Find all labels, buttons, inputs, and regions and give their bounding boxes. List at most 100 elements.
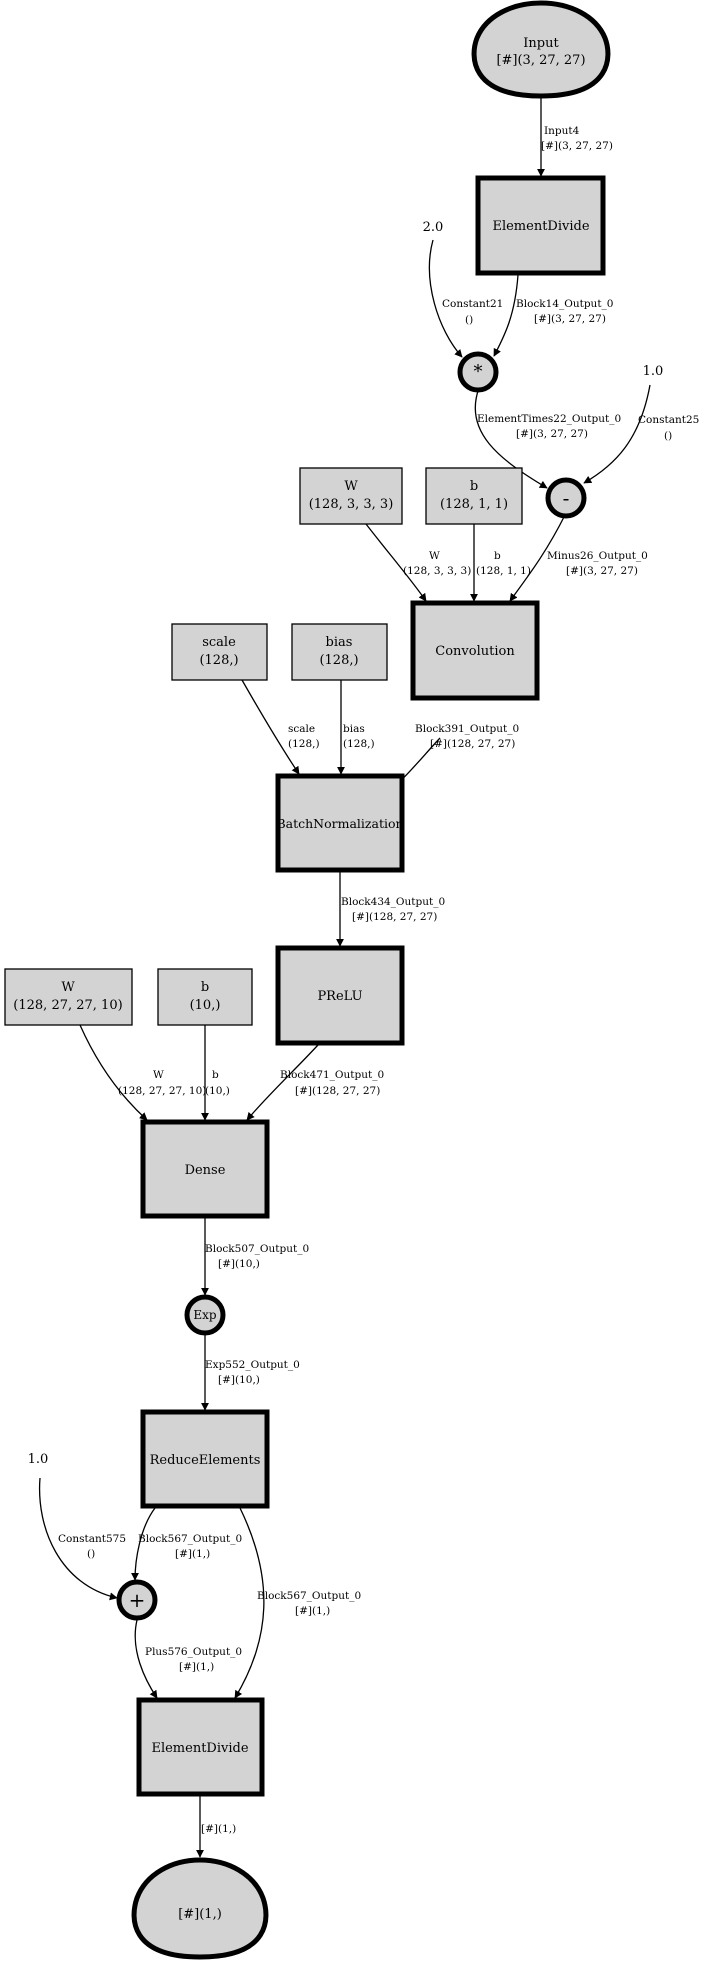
edges bbox=[38, 96, 651, 1858]
edge-convW-to-convolution bbox=[365, 523, 427, 602]
edge-labels: Input4 [#](3, 27, 27) Block14_Output_0 [… bbox=[58, 125, 699, 1835]
prelu-node-label: PReLU bbox=[317, 989, 362, 1004]
edge-label-text: Constant21 bbox=[442, 298, 503, 310]
plus-operator-symbol: + bbox=[129, 1588, 146, 1612]
edge-times-to-minus bbox=[474, 387, 548, 489]
elementdivide-node-2[interactable]: ElementDivide bbox=[136, 1697, 265, 1797]
edge-label-final: [#](1,) bbox=[201, 1823, 236, 1835]
dense-node[interactable]: Dense bbox=[140, 1119, 270, 1219]
nodes: Input [#](3, 27, 27) ElementDivide 2.0 *… bbox=[4, 0, 664, 1960]
edge-label-conv-w: W (128, 3, 3, 3) bbox=[403, 550, 471, 577]
edge-label-text: [#](10,) bbox=[218, 1374, 260, 1386]
edge-denseW-to-dense bbox=[79, 1024, 148, 1121]
dense-weight-node[interactable]: W (128, 27, 27, 10) bbox=[4, 968, 133, 1026]
bn-bias-shape: (128,) bbox=[319, 653, 358, 668]
edge-label-block391: Block391_Output_0 [#](128, 27, 27) bbox=[415, 723, 519, 750]
reduceelements-node[interactable]: ReduceElements bbox=[140, 1409, 270, 1509]
edge-label-constant575: Constant575 () bbox=[58, 1533, 126, 1560]
edge-label-scale: scale (128,) bbox=[288, 723, 320, 750]
edge-label-text: [#](128, 27, 27) bbox=[430, 738, 515, 750]
input-node-shape: [#](3, 27, 27) bbox=[496, 53, 585, 68]
bn-scale-shape: (128,) bbox=[199, 653, 238, 668]
edge-label-block507: Block507_Output_0 [#](10,) bbox=[205, 1243, 309, 1270]
edge-label-text: Block391_Output_0 bbox=[415, 723, 519, 735]
dense-weight-shape: (128, 27, 27, 10) bbox=[13, 998, 122, 1013]
constant25-value: 1.0 bbox=[643, 364, 664, 379]
edge-label-text: [#](3, 27, 27) bbox=[516, 428, 588, 440]
edge-label-text: bias bbox=[343, 723, 365, 735]
edge-label-text: (10,) bbox=[205, 1085, 230, 1097]
bn-scale-name: scale bbox=[202, 635, 236, 650]
edge-label-text: Plus576_Output_0 bbox=[145, 1646, 242, 1658]
edge-label-text: (128,) bbox=[343, 738, 375, 750]
edge-label-text: Constant25 bbox=[638, 414, 699, 426]
constant21-value: 2.0 bbox=[423, 220, 444, 235]
conv-bias-node[interactable]: b (128, 1, 1) bbox=[425, 467, 523, 525]
output-node[interactable]: [#](1,) bbox=[131, 1857, 269, 1960]
elementdivide-node-1[interactable]: ElementDivide bbox=[475, 175, 606, 276]
output-node-label: [#](1,) bbox=[178, 1907, 222, 1922]
edge-label-text: W bbox=[429, 550, 440, 562]
batchnorm-node[interactable]: BatchNormalization bbox=[275, 773, 405, 873]
edge-label-constant21: Constant21 () bbox=[442, 298, 503, 326]
conv-weight-name: W bbox=[344, 479, 358, 494]
edge-label-constant25: Constant25 () bbox=[638, 414, 699, 442]
edge-label-exp552: Exp552_Output_0 [#](10,) bbox=[205, 1359, 300, 1386]
edge-label-input4: Input4 [#](3, 27, 27) bbox=[541, 125, 613, 152]
dense-bias-node[interactable]: b (10,) bbox=[157, 968, 253, 1026]
dense-node-label: Dense bbox=[185, 1163, 226, 1178]
bn-scale-node[interactable]: scale (128,) bbox=[171, 623, 268, 681]
edge-label-dense-b: b (10,) bbox=[205, 1069, 230, 1097]
edge-label-text: ElementTimes22_Output_0 bbox=[477, 413, 621, 425]
edge-label-text: [#](3, 27, 27) bbox=[541, 140, 613, 152]
edge-label-text: [#](3, 27, 27) bbox=[534, 313, 606, 325]
edge-label-block567b: Block567_Output_0 [#](1,) bbox=[257, 1590, 361, 1617]
edge-label-plus576: Plus576_Output_0 [#](1,) bbox=[145, 1646, 242, 1673]
edge-label-text: [#](3, 27, 27) bbox=[566, 565, 638, 577]
exp-node-label: Exp bbox=[193, 1308, 217, 1322]
edge-label-block434: Block434_Output_0 [#](128, 27, 27) bbox=[341, 896, 445, 923]
edge-label-minus26: Minus26_Output_0 [#](3, 27, 27) bbox=[547, 550, 648, 577]
plus-operator-node[interactable]: + bbox=[116, 1579, 158, 1621]
edge-label-block471: Block471_Output_0 [#](128, 27, 27) bbox=[280, 1069, 384, 1097]
bn-bias-node[interactable]: bias (128,) bbox=[291, 623, 388, 681]
edge-label-text: Constant575 bbox=[58, 1533, 126, 1545]
edge-label-block567a: Block567_Output_0 [#](1,) bbox=[138, 1533, 242, 1560]
edge-label-times22: ElementTimes22_Output_0 [#](3, 27, 27) bbox=[477, 413, 621, 440]
edge-label-text: (128, 1, 1) bbox=[476, 565, 531, 577]
edge-label-text: Block507_Output_0 bbox=[205, 1243, 309, 1255]
times-operator-node[interactable]: * bbox=[457, 351, 499, 393]
edge-label-text: Block567_Output_0 bbox=[138, 1533, 242, 1545]
constant575-value: 1.0 bbox=[28, 1452, 49, 1467]
minus-operator-node[interactable]: - bbox=[545, 477, 587, 519]
edge-prelu-to-dense bbox=[246, 1044, 319, 1121]
convolution-node[interactable]: Convolution bbox=[410, 600, 540, 701]
edge-label-dense-w: W (128, 27, 27, 10) bbox=[118, 1069, 206, 1097]
reduceelements-node-label: ReduceElements bbox=[150, 1453, 261, 1468]
edge-label-text: [#](10,) bbox=[218, 1258, 260, 1270]
dense-bias-shape: (10,) bbox=[190, 998, 221, 1013]
edge-label-bias: bias (128,) bbox=[343, 723, 375, 750]
edge-label-text: [#](1,) bbox=[179, 1661, 214, 1673]
input-node[interactable]: Input [#](3, 27, 27) bbox=[471, 0, 611, 99]
edge-label-text: (128, 3, 3, 3) bbox=[403, 565, 471, 577]
edge-label-text: [#](1,) bbox=[201, 1823, 236, 1835]
conv-weight-shape: (128, 3, 3, 3) bbox=[309, 497, 394, 512]
edge-label-text: [#](128, 27, 27) bbox=[295, 1085, 380, 1097]
dense-bias-name: b bbox=[201, 980, 209, 995]
edge-reduce-to-elementdivide bbox=[234, 1507, 265, 1699]
batchnorm-node-label: BatchNormalization bbox=[276, 816, 403, 831]
edge-label-conv-b: b (128, 1, 1) bbox=[476, 550, 531, 577]
conv-weight-node[interactable]: W (128, 3, 3, 3) bbox=[299, 467, 403, 525]
dense-weight-name: W bbox=[61, 980, 75, 995]
edge-constant25-to-minus bbox=[583, 384, 651, 484]
edge-label-text: W bbox=[153, 1069, 164, 1081]
convolution-node-label: Convolution bbox=[435, 644, 515, 659]
edge-label-text: Block567_Output_0 bbox=[257, 1590, 361, 1602]
conv-bias-name: b bbox=[470, 479, 478, 494]
edge-minus-to-convolution bbox=[509, 514, 566, 602]
edge-label-text: Block14_Output_0 bbox=[516, 298, 613, 310]
prelu-node[interactable]: PReLU bbox=[275, 945, 405, 1046]
exp-node[interactable]: Exp bbox=[184, 1294, 226, 1336]
